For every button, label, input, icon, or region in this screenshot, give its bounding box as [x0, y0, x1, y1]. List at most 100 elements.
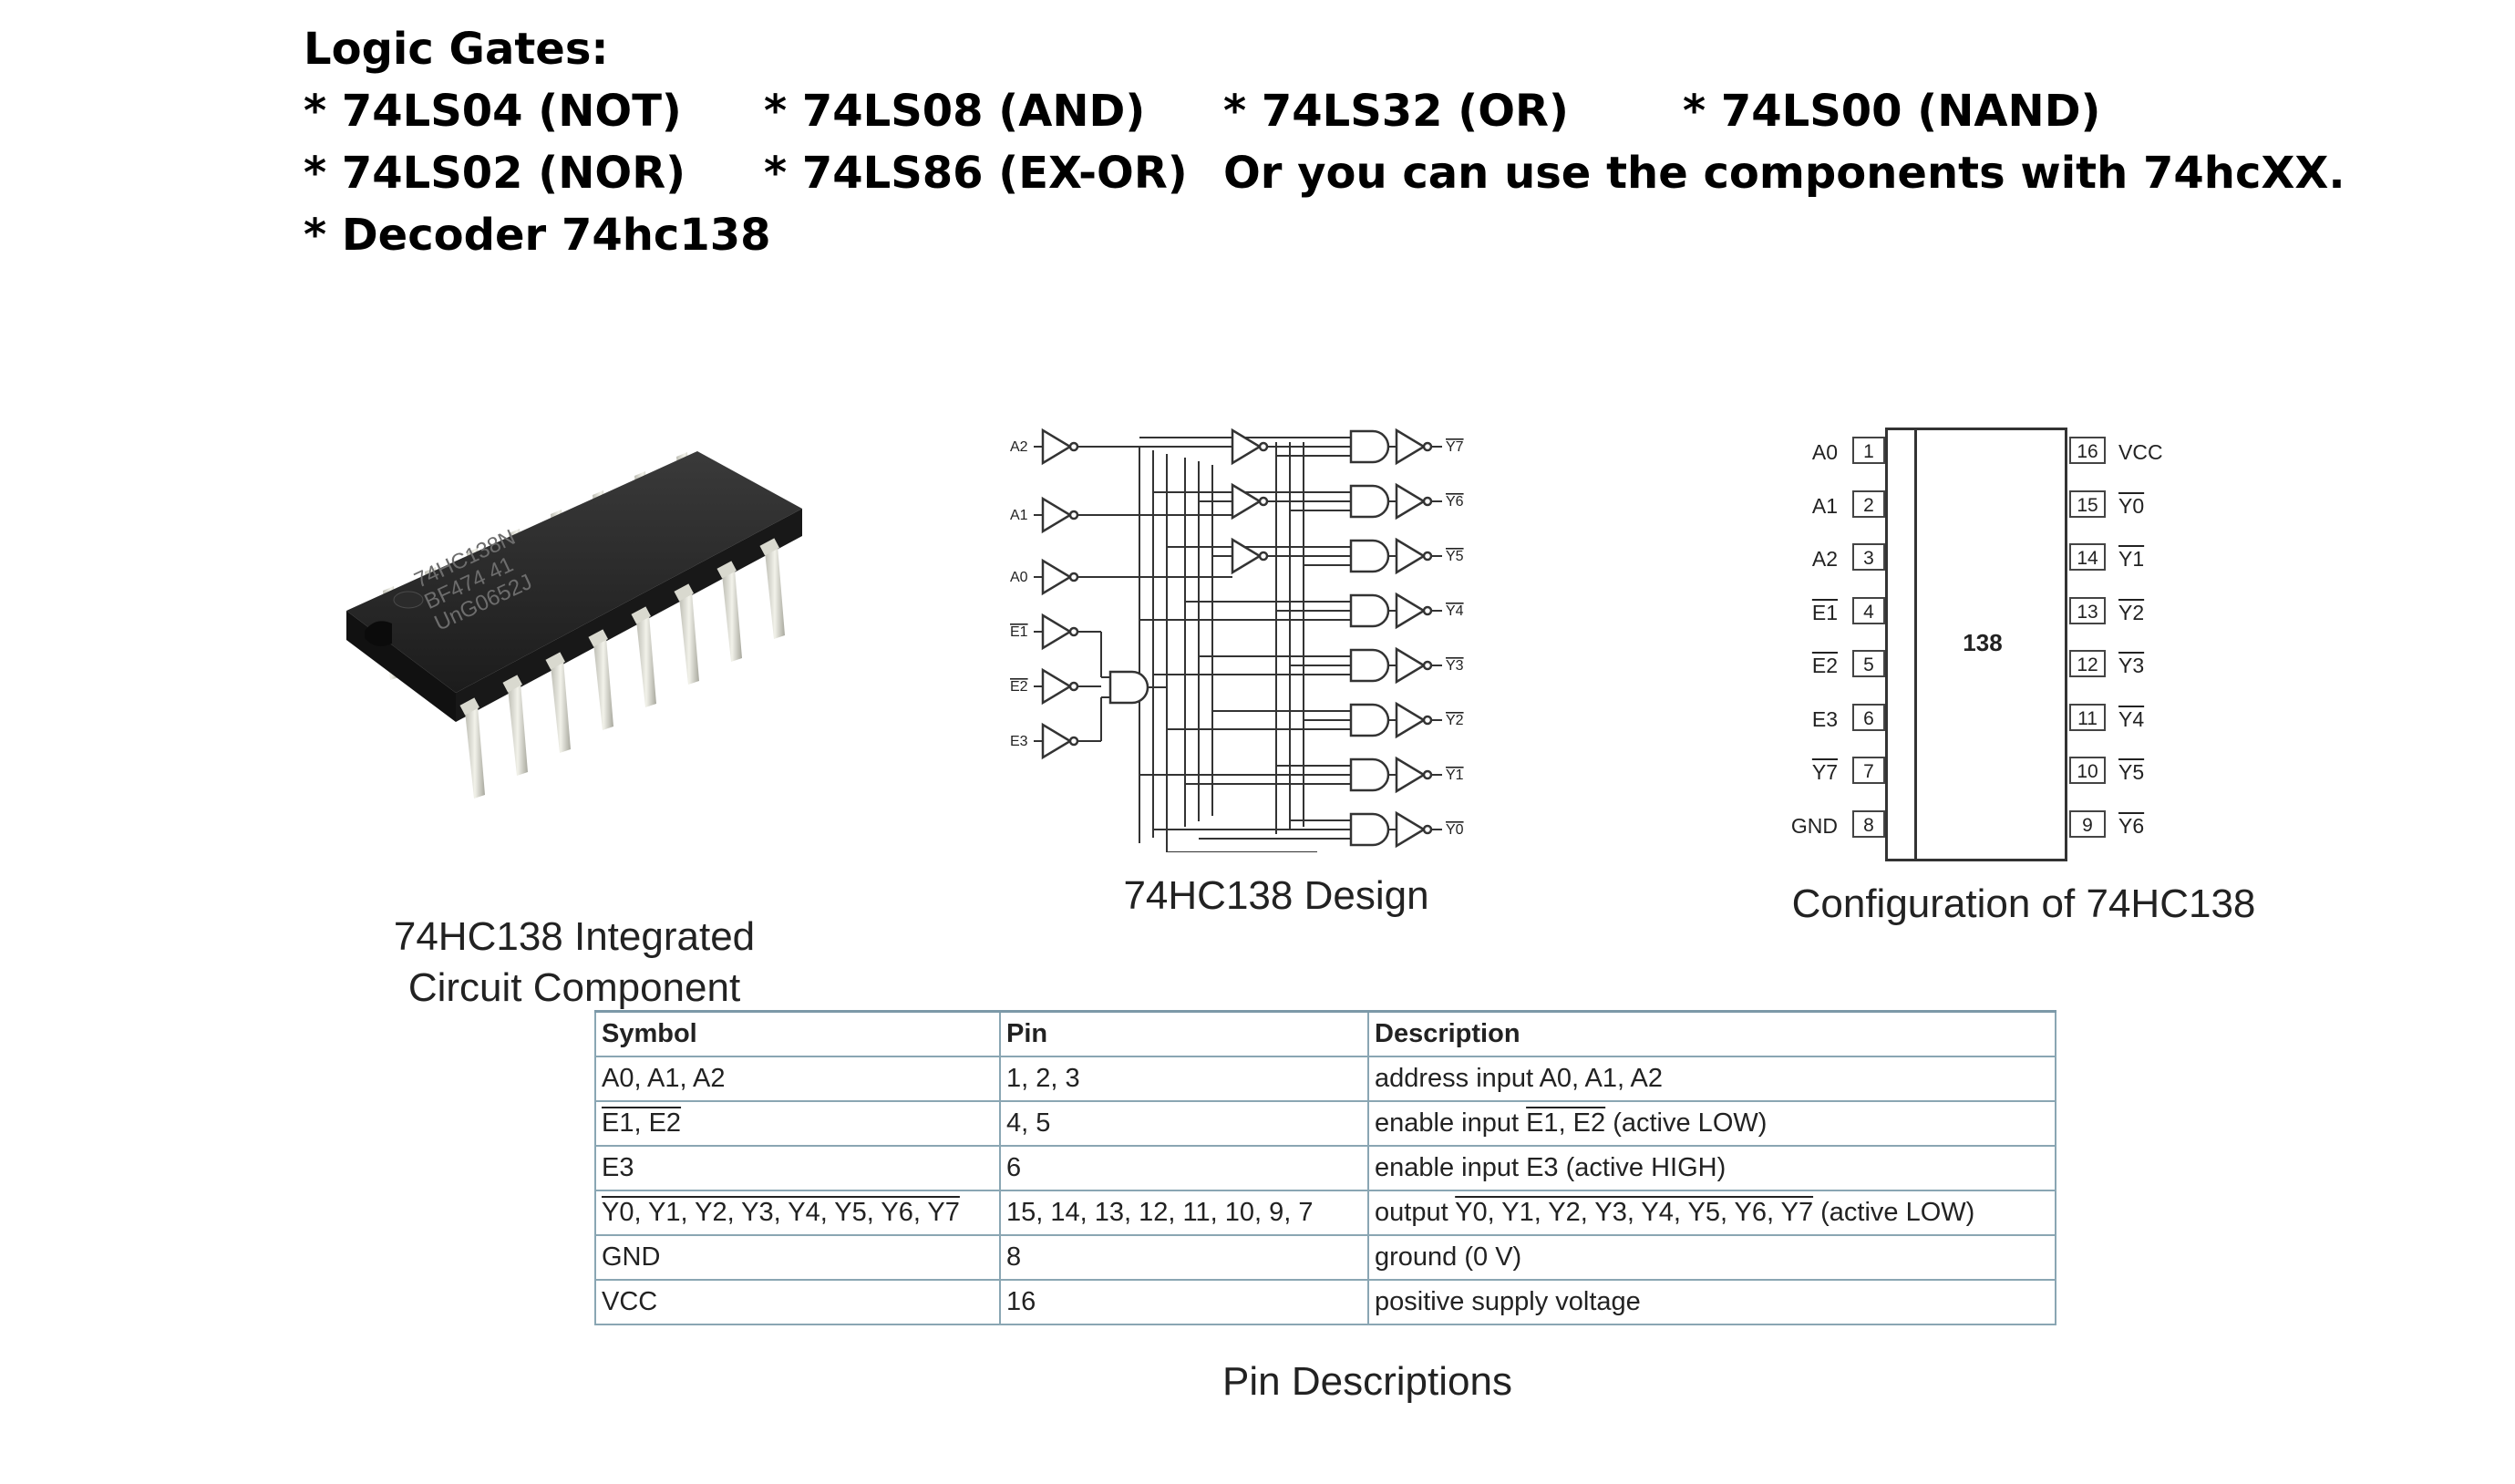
input-buffer-icon-bubble	[1068, 626, 1079, 637]
pin-number: 6	[1852, 703, 1885, 731]
output-and-gate-icon	[1349, 429, 1390, 464]
chip-front-leg	[636, 614, 656, 707]
output-inverter-icon	[1395, 482, 1427, 520]
address-inverter-icon	[1231, 428, 1263, 466]
chip-front-leg	[765, 546, 785, 639]
gate-74ls86: * 74LS86 (EX-OR)	[764, 148, 1188, 199]
output-and-gate-icon	[1349, 539, 1390, 573]
output-and-gate-icon	[1349, 648, 1390, 683]
pin-number: 11	[2069, 703, 2106, 731]
input-buffer-icon-bubble	[1068, 441, 1079, 452]
gate-74ls00: * 74LS00 (NAND)	[1683, 86, 2101, 137]
address-inverter-icon-bubble	[1258, 551, 1269, 562]
design-input-label: A1	[1010, 508, 1028, 523]
gate-74ls08: * 74LS08 (AND)	[764, 86, 1146, 137]
output-and-gate-icon	[1349, 484, 1390, 519]
pin-right-16: 16 VCC	[2069, 437, 2188, 469]
cell-description: ground (0 V)	[1367, 1234, 2056, 1281]
pin-number: 13	[2069, 596, 2106, 624]
chip-leg-shoulder	[588, 629, 609, 647]
input-buffer-icon	[1041, 558, 1073, 596]
header-title: Logic Gates:	[304, 24, 609, 75]
output-and-gate-icon	[1349, 812, 1390, 847]
pin-name: Y3	[2118, 654, 2145, 677]
cell-pin: 6	[999, 1145, 1369, 1191]
pin-number: 8	[1852, 809, 1885, 838]
pin-name: Y0	[2118, 493, 2145, 518]
design-output-label: Y4	[1446, 603, 1464, 619]
cell-description: address input A0, A1, A2	[1367, 1056, 2056, 1102]
pin-name: A1	[1811, 493, 1838, 518]
output-inverter-icon-bubble	[1422, 551, 1433, 562]
output-inverter-icon	[1395, 756, 1427, 794]
design-input-label: A0	[1010, 570, 1028, 585]
output-inverter-icon	[1395, 428, 1427, 466]
address-inverter-icon-bubble	[1258, 496, 1269, 507]
chip-front-leg	[593, 637, 613, 730]
pin-name: E1	[1811, 600, 1838, 624]
design-caption: 74HC138 Design	[1123, 873, 1429, 918]
output-inverter-icon-bubble	[1422, 496, 1433, 507]
output-and-gate-icon	[1349, 703, 1390, 737]
design-output-label: Y7	[1446, 439, 1464, 455]
gate-decoder-74hc138: * Decoder 74hc138	[304, 210, 771, 261]
pin-name: VCC	[2118, 440, 2163, 464]
pin-name: A0	[1811, 440, 1838, 464]
address-inverter-icon	[1231, 482, 1263, 520]
chip-front-leg	[465, 706, 485, 799]
pin-number: 2	[1852, 490, 1885, 518]
pin-left-7: Y7 7	[1767, 757, 1885, 789]
chip-caption-line2: Circuit Component	[407, 965, 741, 1010]
pin-number: 5	[1852, 650, 1885, 677]
cell-symbol: E1, E2	[594, 1100, 1001, 1147]
pin-name: Y7	[1811, 760, 1838, 784]
pin-number: 7	[1852, 757, 1885, 784]
design-output-label: Y6	[1446, 494, 1464, 510]
pin-name: GND	[1790, 813, 1838, 838]
chip-front-leg	[679, 592, 699, 685]
cell-pin: 1, 2, 3	[999, 1056, 1369, 1102]
th-pin: Pin	[999, 1010, 1369, 1057]
chip-leg-shoulder	[759, 538, 780, 556]
pin-name: Y4	[2118, 706, 2145, 731]
cell-symbol: VCC	[594, 1279, 1001, 1325]
cell-symbol: Y0, Y1, Y2, Y3, Y4, Y5, Y6, Y7	[594, 1190, 1001, 1236]
input-buffer-icon-bubble	[1068, 681, 1079, 692]
input-buffer-icon-bubble	[1068, 572, 1079, 582]
output-inverter-icon-bubble	[1422, 769, 1433, 780]
input-buffer-icon-bubble	[1068, 736, 1079, 747]
design-output-label: Y1	[1446, 768, 1464, 783]
table-caption: Pin Descriptions	[1222, 1359, 1512, 1404]
design-output-label: Y2	[1446, 713, 1464, 728]
pin-number: 15	[2069, 490, 2106, 518]
pinout-chip-label: 138	[1963, 629, 2003, 656]
pinout-chip-body	[1885, 428, 2067, 861]
cell-pin: 15, 14, 13, 12, 11, 10, 9, 7	[999, 1190, 1369, 1236]
pin-left-8: GND 8	[1767, 809, 1885, 843]
pin-right-11: 11 Y4	[2069, 703, 2188, 737]
cell-description: enable input E1, E2 (active LOW)	[1367, 1100, 2056, 1147]
pin-number: 16	[2069, 437, 2106, 464]
output-inverter-icon	[1395, 810, 1427, 849]
pin-name: A2	[1811, 547, 1838, 571]
output-and-gate-icon	[1349, 593, 1390, 628]
output-inverter-icon-bubble	[1422, 605, 1433, 616]
th-symbol: Symbol	[594, 1010, 1001, 1057]
chip-front-leg	[508, 683, 528, 776]
design-output-label: Y0	[1446, 822, 1464, 838]
cell-symbol: GND	[594, 1234, 1001, 1281]
input-buffer-icon	[1041, 667, 1073, 706]
address-inverter-icon-bubble	[1258, 441, 1269, 452]
chip-caption-line1: 74HC138 Integrated	[393, 914, 756, 959]
